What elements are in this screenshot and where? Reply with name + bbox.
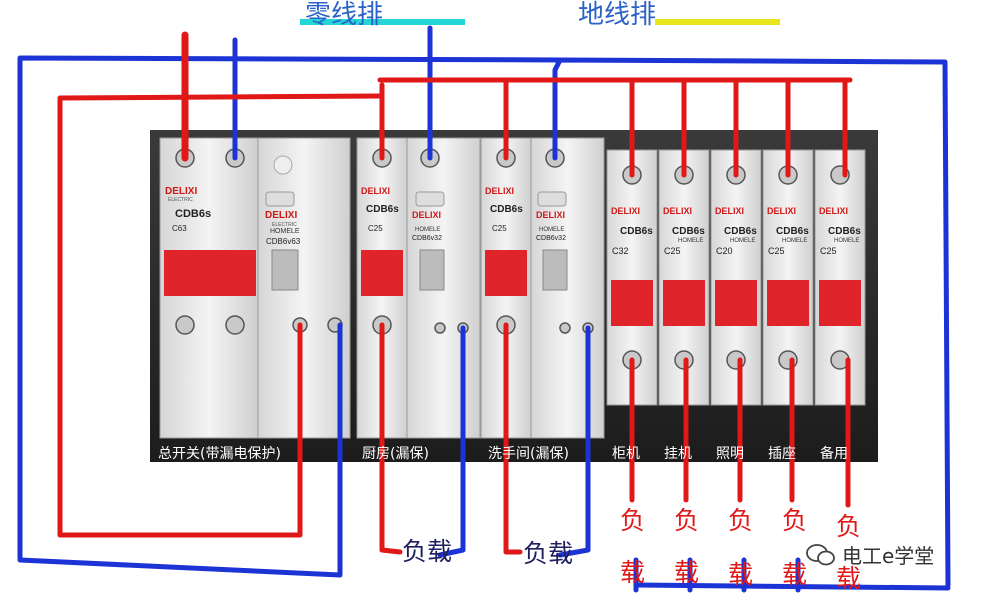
load-label-branch-bottom: 载 (728, 560, 754, 589)
neutral-wire-bathroom-load (557, 325, 591, 558)
rating-label: C25 (492, 224, 507, 233)
main-rcd-test-button[interactable] (265, 191, 295, 207)
homele-label: HOMELE (415, 227, 441, 233)
neutral-bar-label: 零线排 (305, 0, 384, 30)
bathroom-breaker-toggle[interactable] (485, 250, 527, 296)
screw-icon (175, 315, 195, 335)
brand-logo: DELIXI (361, 186, 391, 196)
load-label-branch-top: 负 (620, 506, 646, 535)
brand-logo: DELIXI (265, 210, 298, 221)
branch-breaker-toggle[interactable] (663, 280, 705, 326)
branch-breaker-toggle[interactable] (611, 280, 653, 326)
homele-label: HOMELE (730, 238, 756, 244)
brand-logo: DELIXI (715, 206, 745, 216)
branch-breaker-toggle[interactable] (715, 280, 757, 326)
chat-bubble-icon (806, 543, 835, 565)
section-label-socket: 插座 (768, 446, 796, 462)
homele-label: HOMELE (678, 238, 704, 244)
rcd-model-label: CDB6v32 (536, 235, 566, 242)
live-wires (57, 31, 853, 555)
model-label: CDB6s (366, 204, 399, 215)
rcd-model-label: CDB6v32 (412, 235, 442, 242)
brand-logo: DELIXI (611, 206, 641, 216)
brand-sub: ELECTRIC (272, 222, 297, 228)
model-label: CDB6s (828, 226, 861, 237)
branch-breaker-toggle[interactable] (767, 280, 809, 326)
brand-sub: ELECTRIC (168, 197, 193, 203)
brand-logo: DELIXI (485, 186, 515, 196)
rating-label: C25 (664, 246, 681, 256)
brand-logo: DELIXI (767, 206, 797, 216)
brand-logo: DELIXI (536, 210, 566, 220)
homele-label: HOMELE (782, 238, 808, 244)
homele-label: HOMELE (270, 228, 300, 235)
section-label-bathroom: 洗手间(漏保) (488, 446, 569, 462)
kitchen-breaker-toggle[interactable] (361, 250, 403, 296)
homele-label: HOMELE (539, 227, 565, 233)
neutral-wires (17, 25, 951, 593)
rating-label: C25 (368, 224, 383, 233)
rating-label: C32 (612, 246, 629, 256)
live-wire-bathroom-load (503, 322, 523, 555)
bathroom-rcd-test-button[interactable] (537, 191, 567, 207)
section-label-kitchen: 厨房(漏保) (362, 446, 429, 462)
brand-logo: DELIXI (819, 206, 849, 216)
brand-logo: DELIXI (412, 210, 442, 220)
live-wire-main-loop (57, 93, 383, 538)
section-label-cabinet-ac: 柜机 (612, 446, 640, 462)
load-label-branch-bottom: 载 (620, 558, 646, 587)
neutral-wire-kitchen-load (437, 325, 466, 558)
screw-icon (559, 322, 571, 334)
rating-label: C63 (172, 224, 187, 233)
model-label: CDB6s (672, 226, 705, 237)
main-rcd-indicator (273, 155, 293, 175)
rcd-model-label: CDB6v63 (266, 237, 301, 246)
kitchen-rcd-test-button[interactable] (415, 191, 445, 207)
load-label-branch-bottom: 载 (674, 558, 700, 587)
brand-logo: DELIXI (165, 186, 198, 197)
main-breaker-group (159, 137, 351, 439)
screw-icon (434, 322, 446, 334)
model-label: CDB6s (776, 226, 809, 237)
load-label-branch-bottom: 载 (836, 564, 862, 593)
section-label-wall-ac: 挂机 (664, 446, 692, 462)
load-label-kitchen: 负载 (402, 537, 453, 566)
kitchen-rcd-toggle[interactable] (419, 249, 445, 291)
rating-label: C25 (768, 246, 785, 256)
ground-bar-label: 地线排 (578, 0, 657, 30)
model-label: CDB6s (620, 226, 653, 237)
rating-label: C25 (820, 246, 837, 256)
load-label-branch-top: 负 (674, 506, 700, 535)
watermark-text: 电工e学堂 (842, 544, 935, 568)
load-label-bathroom: 负载 (523, 539, 574, 568)
section-label-lighting: 照明 (716, 446, 744, 462)
live-wire-kitchen-load (379, 322, 403, 555)
load-label-branch-top: 负 (782, 506, 808, 535)
model-label: CDB6s (724, 226, 757, 237)
brand-logo: DELIXI (663, 206, 693, 216)
model-label: CDB6s (175, 208, 212, 220)
branch-breaker-toggle[interactable] (819, 280, 861, 326)
main-breaker-toggle[interactable] (164, 250, 256, 296)
homele-label: HOMELE (834, 238, 860, 244)
load-label-branch-top: 负 (836, 512, 862, 541)
watermark: 电工e学堂 (806, 540, 934, 569)
section-label-main: 总开关(带漏电保护) (158, 446, 281, 462)
neutral-wire-outer-loop (17, 55, 563, 578)
screw-icon (225, 315, 245, 335)
main-rcd-toggle[interactable] (271, 249, 299, 291)
load-label-branch-bottom: 载 (782, 560, 808, 589)
rating-label: C20 (716, 246, 733, 256)
section-label-spare: 备用 (820, 446, 848, 462)
bathroom-rcd-toggle[interactable] (542, 249, 568, 291)
model-label: CDB6s (490, 204, 523, 215)
load-label-branch-top: 负 (728, 506, 754, 535)
